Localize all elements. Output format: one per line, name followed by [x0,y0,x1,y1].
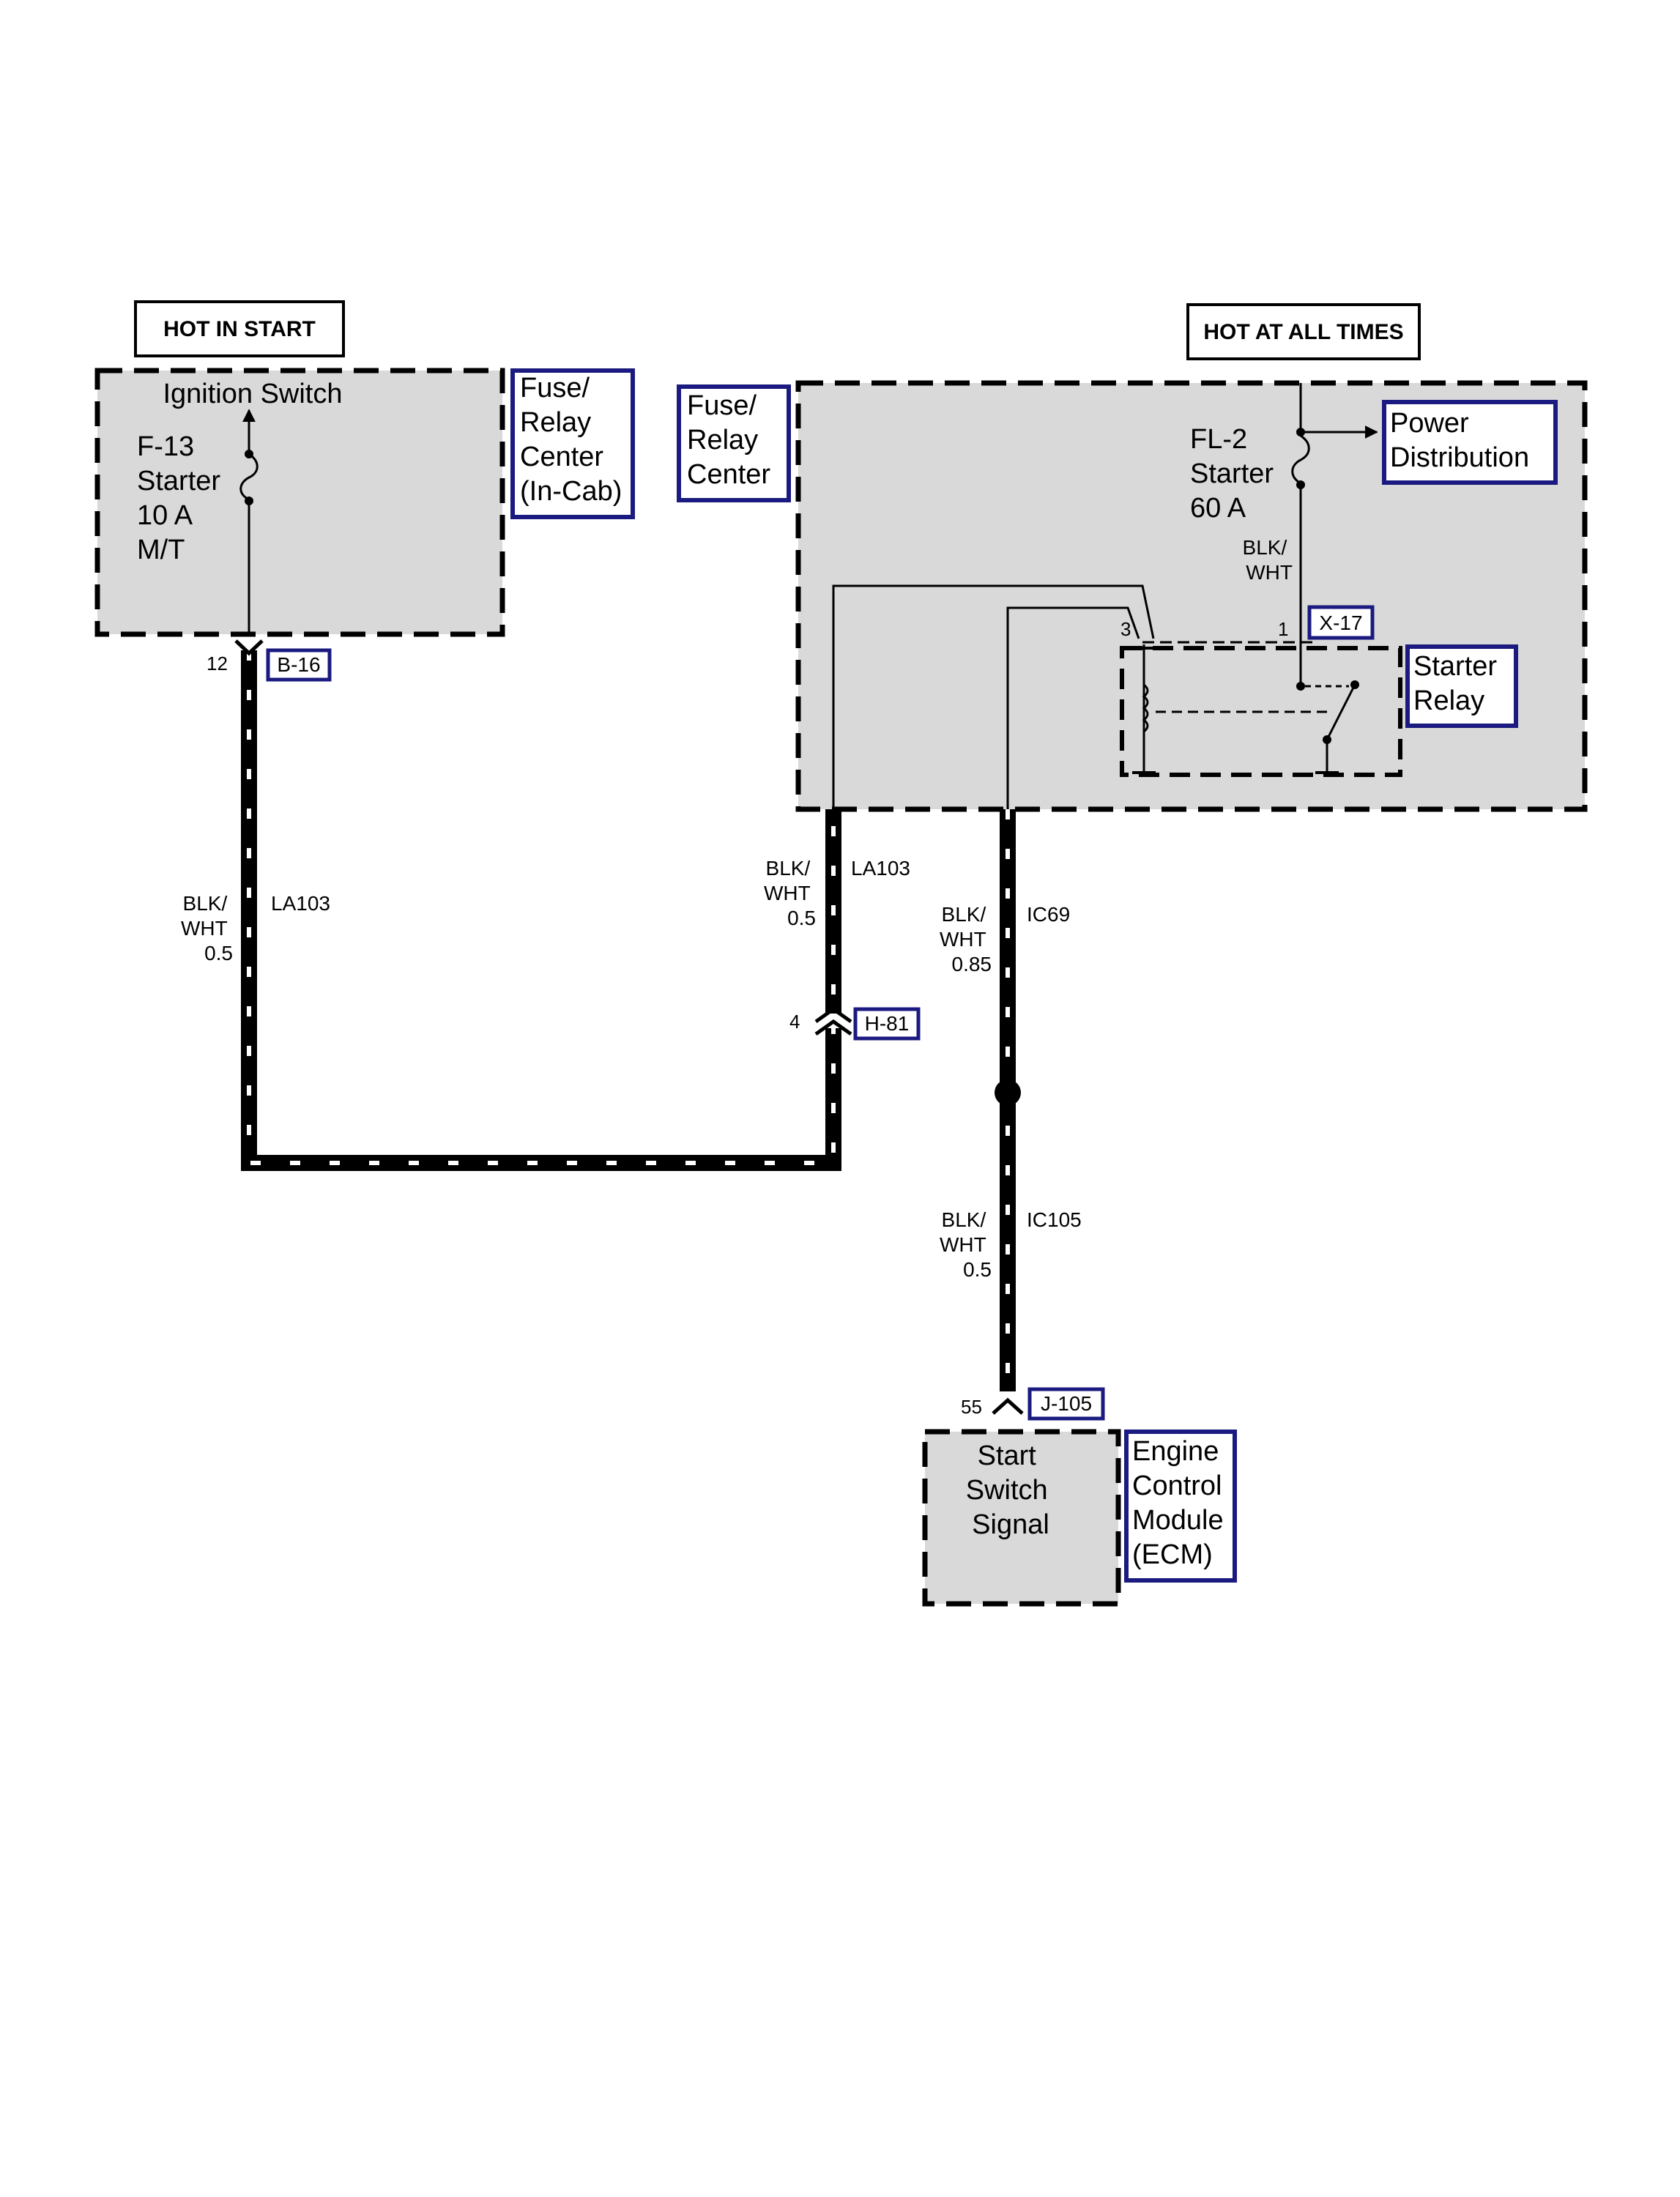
fl2-wire-spec: BLK/ WHT [1243,536,1293,584]
middle-wire-circuit: LA103 [851,857,910,880]
relay-switch-pivot-top [1350,680,1359,689]
fuse-relay-main-label: Fuse/ Relay Center [687,390,770,490]
starter-relay-label: Starter Relay [1413,651,1505,716]
left-wire-spec: BLK/ WHT 0.5 [181,892,233,964]
f13-label: F-13 Starter 10 A M/T [137,431,228,565]
h81-connector-icon [814,1006,852,1036]
j105-box [1027,1387,1105,1421]
fuse-relay-main-label-box [677,384,791,502]
fuse-relay-incab-label-box [510,368,635,519]
ignition-switch-component: Ignition Switch F-13 Starter 10 A M/T [94,368,505,637]
j105-pin: 55 [961,1396,982,1418]
h81-pin: 4 [789,1011,800,1033]
internal-wire-ic69 [1006,606,1140,809]
relay-switch-arm [1326,684,1356,740]
ecm-component [922,1429,1121,1607]
hot-at-all-times-label: HOT AT ALL TIMES [1203,320,1403,344]
left-wire-circuit: LA103 [271,892,330,915]
b16-box [266,648,332,682]
internal-wire-la103 [832,584,1155,809]
hot-at-all-times-box [1186,303,1421,360]
ic105-spec: BLK/ WHT 0.5 [940,1208,992,1281]
starter-relay-label-box [1405,644,1518,728]
ecm-label: Engine Control Module (ECM) [1132,1436,1231,1570]
fuse-relay-incab-label: Fuse/ Relay Center (In-Cab) [520,373,622,507]
fl2-label: FL-2 Starter 60 A [1190,424,1282,524]
hot-in-start-box [134,300,345,357]
pin-3-label: 3 [1120,618,1131,640]
middle-wire-spec: BLK/ WHT 0.5 [764,857,816,929]
fl2-fuse-icon [1291,434,1310,485]
relay-contact-fixed [1296,682,1305,691]
x17-box [1307,605,1375,640]
x17-label: X-17 [1319,611,1362,634]
f13-fuse-icon [239,453,259,501]
j105-connector-icon [992,1397,1024,1415]
ic105-circuit: IC105 [1027,1208,1082,1231]
wire-la103-base [241,650,841,1171]
ic69-circuit: IC69 [1027,903,1070,926]
wire-la103-stripes [247,650,836,1165]
b16-label: B-16 [277,653,320,676]
b16-pin: 12 [207,653,228,674]
ecm-label-box [1124,1430,1237,1583]
ignition-switch-title: Ignition Switch [163,379,342,409]
pin-1-label: 1 [1278,618,1288,640]
ecm-function-label: Start Switch Signal [966,1440,1055,1540]
power-distribution-label: Power Distribution [1390,408,1529,473]
starter-relay-box [1120,646,1402,777]
b16-connector-icon [234,639,264,656]
hot-in-start-label: HOT IN START [163,317,316,341]
ic69-spec: BLK/ WHT 0.85 [940,903,992,975]
h81-box [853,1007,921,1041]
j105-label: J-105 [1041,1392,1092,1415]
h81-label: H-81 [865,1012,910,1035]
splice-dot [995,1079,1021,1106]
relay-coil-icon [1142,683,1149,733]
power-distribution-box [1382,400,1558,485]
